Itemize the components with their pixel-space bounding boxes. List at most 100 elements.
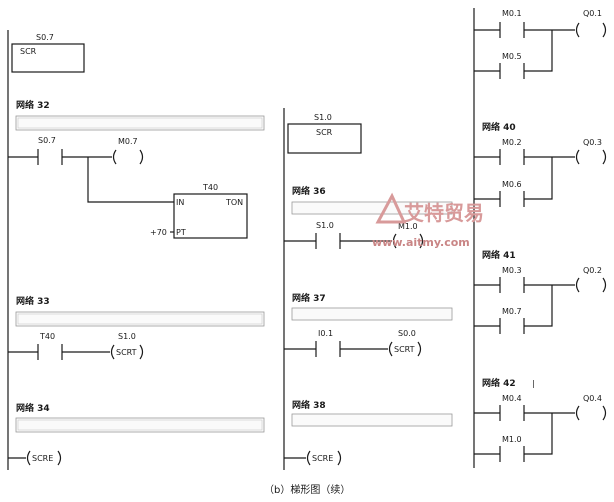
network-38-title: 网络 38 <box>292 399 326 411</box>
column-right: M0.1 Q0.1 M0.5 网络 40 M0.2 Q0.3 M0.6 <box>473 8 607 468</box>
figure-caption: （b）梯形图（续） <box>264 483 350 496</box>
network-33-coil-label: SCRT <box>116 348 137 357</box>
network-41-title: 网络 41 <box>482 249 516 261</box>
network-40-c1-label: M0.2 <box>502 138 522 147</box>
network-32-title: 网络 32 <box>16 99 50 111</box>
network-32-comment-inner <box>17 117 263 129</box>
network-41-coil-left <box>575 277 580 293</box>
timer-in: IN <box>176 198 184 207</box>
network-32-contact-label: S0.7 <box>38 136 56 145</box>
network-40: 网络 40 M0.2 Q0.3 M0.6 <box>474 121 607 207</box>
network-37-comment <box>291 307 453 321</box>
timer-preset: +70 <box>150 228 167 237</box>
network-33-comment <box>15 311 265 327</box>
rung-q01: M0.1 Q0.1 M0.5 <box>474 9 607 79</box>
scr-block-top: S0.7 SCR <box>11 33 85 73</box>
network-33-comment-inner <box>17 313 263 325</box>
network-33-coil-right <box>139 344 144 360</box>
network-40-title: 网络 40 <box>482 121 516 133</box>
network-42-mark: | <box>532 379 535 388</box>
network-32-comment <box>15 115 265 131</box>
network-33-contact-label: T40 <box>39 332 55 341</box>
network-40-parallel <box>524 157 553 200</box>
network-41-parallel <box>524 285 553 327</box>
network-37-contact-label: I0.1 <box>318 329 333 338</box>
rung-q01-coil-right <box>602 22 607 38</box>
watermark-logo-icon <box>375 192 407 224</box>
network-36-coil-left <box>392 233 397 249</box>
rung-q01-c2-label: M0.5 <box>502 52 522 61</box>
network-42-c1-label: M0.4 <box>502 394 522 403</box>
watermark: 艾特贸易 www.aitmy.com <box>372 192 484 249</box>
network-37-title: 网络 37 <box>292 292 326 304</box>
network-38: 网络 38 SCRE <box>284 399 453 466</box>
network-38-comment <box>291 413 453 427</box>
timer-label: T40 <box>202 183 218 192</box>
network-32-coil-left <box>112 149 117 165</box>
network-40-coil-label: Q0.3 <box>583 138 602 147</box>
scr-top-addr: S0.7 <box>36 33 54 42</box>
network-37-coil-label: SCRT <box>394 345 415 354</box>
network-34-comment <box>15 417 265 433</box>
scr-mid-label: SCR <box>316 128 333 137</box>
network-40-c2-label: M0.6 <box>502 180 522 189</box>
rung-q01-coil-left <box>575 22 580 38</box>
network-36: 网络 36 S1.0 M1.0 <box>284 185 453 249</box>
network-32-coil-right <box>139 149 144 165</box>
network-42-title: 网络 42 <box>482 377 516 389</box>
network-38-coil-right <box>337 450 342 466</box>
network-36-contact-label: S1.0 <box>316 221 334 230</box>
network-32-branch <box>87 157 174 203</box>
network-36-coil-label: M1.0 <box>398 222 418 231</box>
network-34-coil-label: SCRE <box>32 454 53 463</box>
network-41-coil-label: Q0.2 <box>583 266 602 275</box>
column-left: S0.7 SCR 网络 32 S0.7 M0.7 T40 IN TON PT +… <box>7 30 265 470</box>
timer-pt: PT <box>176 228 186 237</box>
network-34-coil-right <box>57 450 62 466</box>
network-41-c2-label: M0.7 <box>502 307 522 316</box>
watermark-brand: 艾特贸易 <box>404 201 484 225</box>
rung-q01-coil-label: Q0.1 <box>583 9 602 18</box>
network-42-coil-label: Q0.4 <box>583 394 602 403</box>
network-40-coil-right <box>602 149 607 165</box>
network-42-coil-right <box>602 405 607 421</box>
network-42-c2-label: M1.0 <box>502 435 522 444</box>
network-32: 网络 32 S0.7 M0.7 T40 IN TON PT +70 <box>8 99 265 239</box>
timer-ton: TON <box>225 198 243 207</box>
network-38-coil-label: SCRE <box>312 454 333 463</box>
scr-mid-box <box>287 123 362 154</box>
network-34-coil-left <box>26 450 31 466</box>
network-41: 网络 41 M0.3 Q0.2 M0.7 <box>474 249 607 334</box>
scr-block-middle: S1.0 SCR <box>287 113 362 154</box>
network-42: 网络 42 | M0.4 Q0.4 M1.0 <box>474 377 607 462</box>
network-37-coil-left <box>388 341 393 357</box>
network-33-coil-left <box>110 344 115 360</box>
rung-q01-parallel <box>524 30 553 72</box>
scr-mid-addr: S1.0 <box>314 113 332 122</box>
network-34: 网络 34 SCRE <box>8 402 265 466</box>
scr-top-label: SCR <box>20 47 37 56</box>
scr-top-box <box>11 43 85 73</box>
network-36-comment <box>291 201 453 215</box>
network-33: 网络 33 T40 S1.0 SCRT <box>8 295 265 360</box>
network-42-coil-left <box>575 405 580 421</box>
network-36-title: 网络 36 <box>292 185 326 197</box>
watermark-url: www.aitmy.com <box>372 236 470 249</box>
column-middle: S1.0 SCR 网络 36 S1.0 M1.0 网络 37 I0.1 <box>283 108 453 470</box>
network-33-coil-addr: S1.0 <box>118 332 136 341</box>
rung-q01-c1-label: M0.1 <box>502 9 522 18</box>
timer-box <box>173 193 248 239</box>
network-32-coil-label: M0.7 <box>118 137 138 146</box>
network-41-coil-right <box>602 277 607 293</box>
network-34-comment-inner <box>17 419 263 431</box>
network-37-coil-right <box>417 341 422 357</box>
network-34-title: 网络 34 <box>16 402 50 414</box>
network-42-parallel <box>524 413 553 455</box>
network-37: 网络 37 I0.1 S0.0 SCRT <box>284 292 453 357</box>
network-33-title: 网络 33 <box>16 295 50 307</box>
network-37-coil-addr: S0.0 <box>398 329 416 338</box>
network-38-coil-left <box>306 450 311 466</box>
network-40-coil-left <box>575 149 580 165</box>
network-36-coil-right <box>419 233 424 249</box>
